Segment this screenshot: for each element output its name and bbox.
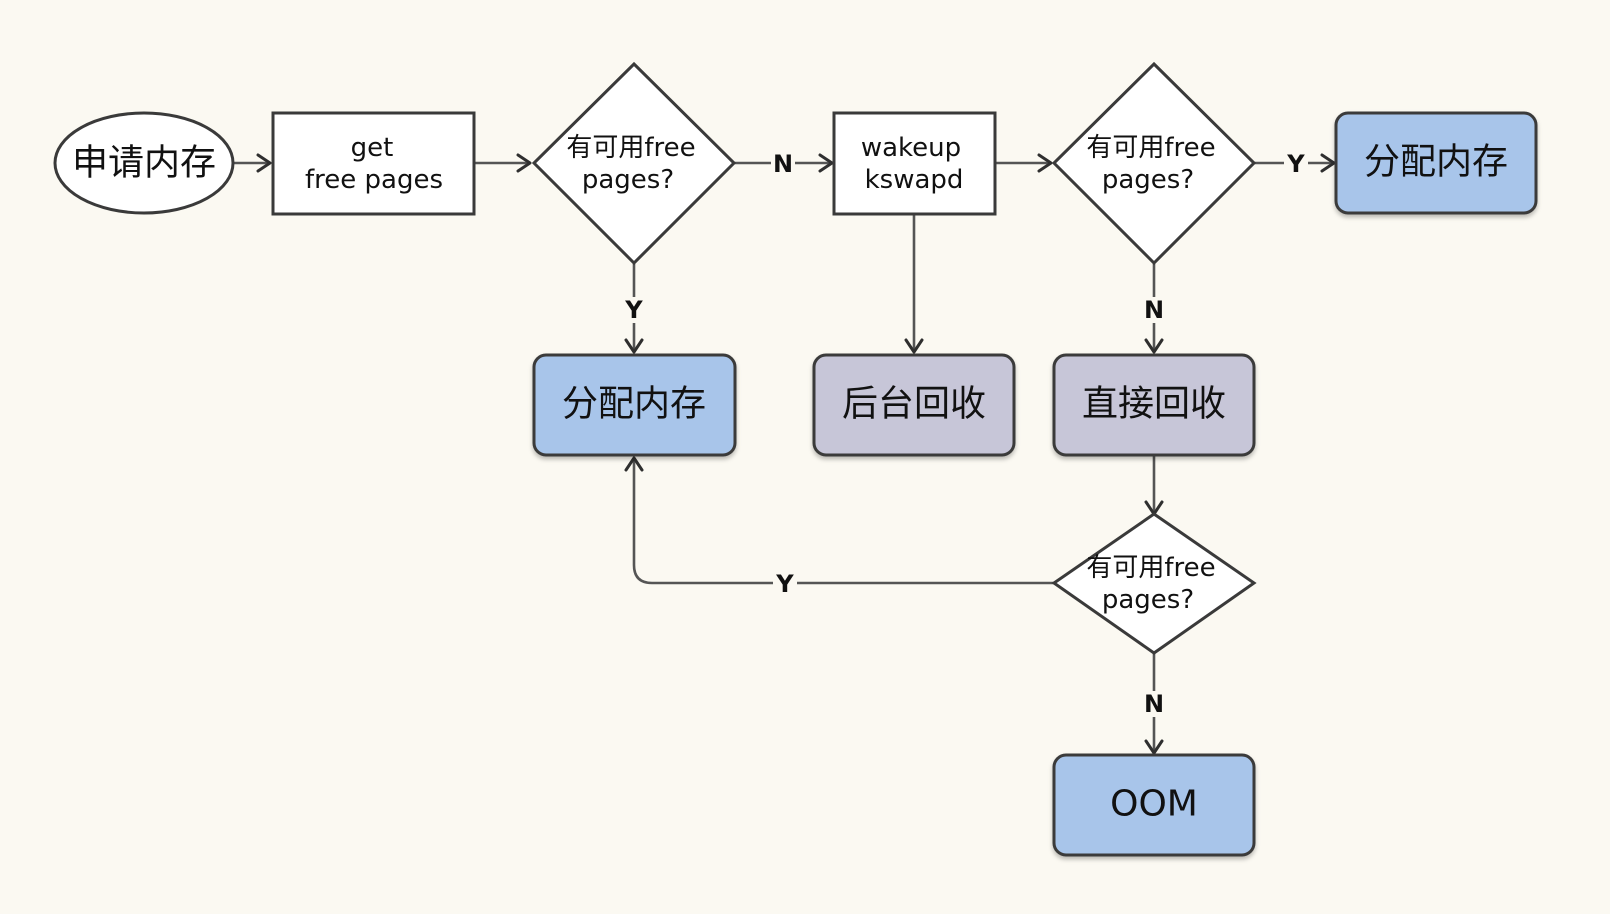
edge-label-check1-yes: Y	[624, 296, 643, 324]
start-node: 申请内存	[53, 111, 235, 215]
edges: N Y Y N	[233, 150, 1336, 755]
edge-check2-to-direct-reclaim: N	[1142, 264, 1166, 354]
check1-decision: 有可用free pages?	[531, 61, 737, 266]
wakeup-kswapd-line1: wakeup	[861, 133, 961, 163]
get-free-pages-line1: get	[351, 133, 394, 163]
edge-check1-to-wakeup: N	[734, 150, 834, 178]
edge-label-check2-no: N	[1144, 296, 1164, 324]
get-free-pages-line2: free pages	[305, 165, 443, 195]
background-reclaim-node: 后台回收	[812, 353, 1016, 457]
check3-line2: pages?	[1102, 585, 1194, 615]
edge-get-pages-to-check1	[474, 153, 532, 173]
check3-line1: 有可用free	[1086, 553, 1215, 583]
alloc-memory-node-1: 分配内存	[532, 353, 737, 457]
edge-label-check3-yes: Y	[775, 570, 794, 598]
start-node-label: 申请内存	[72, 143, 216, 184]
nodes: 申请内存 get free pages 有可用free pages? 分配内存 …	[53, 61, 1538, 857]
alloc-memory-label-2: 分配内存	[1364, 142, 1508, 183]
oom-node: OOM	[1052, 753, 1256, 857]
wakeup-kswapd-node: wakeup kswapd	[832, 111, 997, 216]
direct-reclaim-node: 直接回收	[1052, 353, 1256, 457]
background-reclaim-label: 后台回收	[842, 384, 986, 425]
edge-check1-to-alloc1: Y	[622, 264, 646, 354]
oom-label: OOM	[1110, 784, 1198, 825]
get-free-pages-node: get free pages	[271, 111, 476, 216]
check2-line2: pages?	[1102, 165, 1194, 195]
edge-wakeup-to-check2	[995, 153, 1053, 173]
check2-decision: 有可用free pages?	[1051, 61, 1257, 266]
direct-reclaim-label: 直接回收	[1082, 384, 1226, 425]
check1-line1: 有可用free	[566, 133, 695, 163]
edge-check3-to-alloc1: Y	[624, 456, 1054, 598]
edge-check3-to-oom: N	[1142, 653, 1166, 755]
alloc-memory-node-2: 分配内存	[1334, 111, 1538, 215]
edge-check2-to-alloc2: Y	[1254, 150, 1336, 178]
edge-label-check1-no: N	[773, 150, 793, 178]
edge-label-check2-yes: Y	[1286, 150, 1305, 178]
check1-line2: pages?	[582, 165, 674, 195]
check3-decision: 有可用free pages?	[1051, 512, 1257, 655]
check2-line1: 有可用free	[1086, 133, 1215, 163]
edge-wakeup-to-bg-reclaim	[904, 215, 924, 354]
alloc-memory-label-1: 分配内存	[562, 384, 706, 425]
edge-label-check3-no: N	[1144, 690, 1164, 718]
edge-direct-reclaim-to-check3	[1144, 455, 1164, 516]
wakeup-kswapd-line2: kswapd	[865, 165, 964, 195]
edge-start-to-get-pages	[233, 153, 272, 173]
